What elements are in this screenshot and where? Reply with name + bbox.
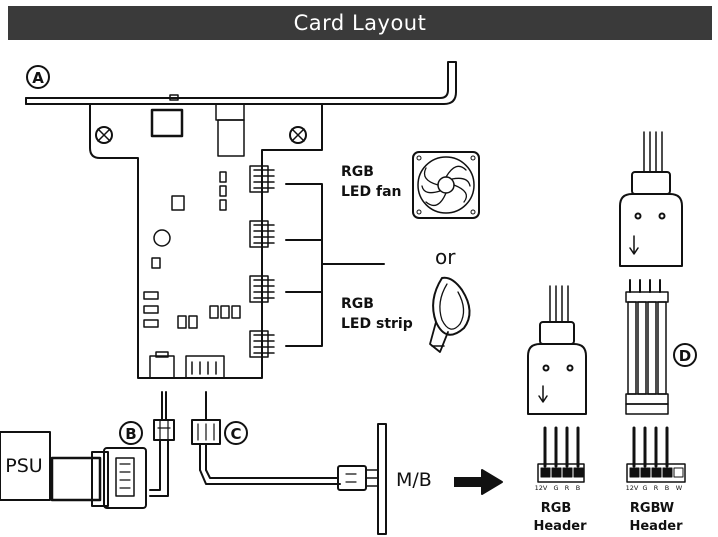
rgbw-plug (619, 131, 683, 267)
or-label: or (435, 245, 456, 269)
rgbw-pin-label: W (676, 484, 683, 492)
rgb-strip-label-1: RGB (341, 296, 374, 312)
psu-unit: PSU (0, 431, 147, 509)
rgb-fan-label-2: LED fan (341, 184, 401, 200)
page-title: Card Layout (293, 11, 427, 35)
rgb-pin-label: R (565, 484, 570, 492)
marker-a-label: A (32, 69, 44, 87)
rgbw-pin-adapter (625, 279, 669, 415)
rgbw-header-label-2: Header (629, 519, 683, 534)
screw-hole-left (95, 126, 113, 144)
screw-hole-right (289, 126, 307, 144)
marker-d: D (673, 343, 697, 367)
rgbw-pin-label: R (654, 484, 659, 492)
marker-d-label: D (679, 347, 691, 365)
rgb-header-label-1: RGB (541, 501, 572, 516)
rgbw-pin-label: G (642, 484, 647, 492)
psu-label: PSU (5, 455, 42, 477)
arrow-head-icon (481, 469, 503, 495)
rgb-plug (527, 285, 587, 415)
fan-icon (412, 151, 480, 219)
title-bar: Card Layout (8, 6, 712, 40)
rgb-pin-label: G (553, 484, 558, 492)
rgb-header-label-2: Header (533, 519, 587, 534)
header-wiring (285, 183, 385, 347)
rgbw-pin-label: 12V (626, 484, 639, 492)
motherboard-connector (337, 423, 387, 535)
rgb-fan-label-1: RGB (341, 164, 374, 180)
marker-b: B (119, 421, 143, 445)
card-cables (149, 391, 341, 497)
marker-c-label: C (230, 425, 241, 443)
rgb-pin-label: 12V (535, 484, 548, 492)
rgbw-pin-labels: 12V G R B W (626, 484, 683, 492)
mb-label: M/B (396, 469, 432, 491)
rgb-pin-label: B (576, 484, 580, 492)
marker-a: A (26, 65, 50, 89)
marker-b-label: B (125, 425, 136, 443)
rgb-header (537, 426, 585, 483)
card-pcb (89, 103, 323, 379)
rgb-pin-labels: 12V G R B (535, 484, 581, 492)
rgb-strip-label-2: LED strip (341, 316, 413, 332)
rgbw-pin-label: B (665, 484, 669, 492)
led-strip-icon (429, 276, 471, 353)
card-rgb-headers (249, 165, 275, 358)
rgbw-header (626, 426, 686, 483)
marker-c: C (224, 421, 248, 445)
rgbw-header-label-1: RGBW (630, 501, 674, 516)
